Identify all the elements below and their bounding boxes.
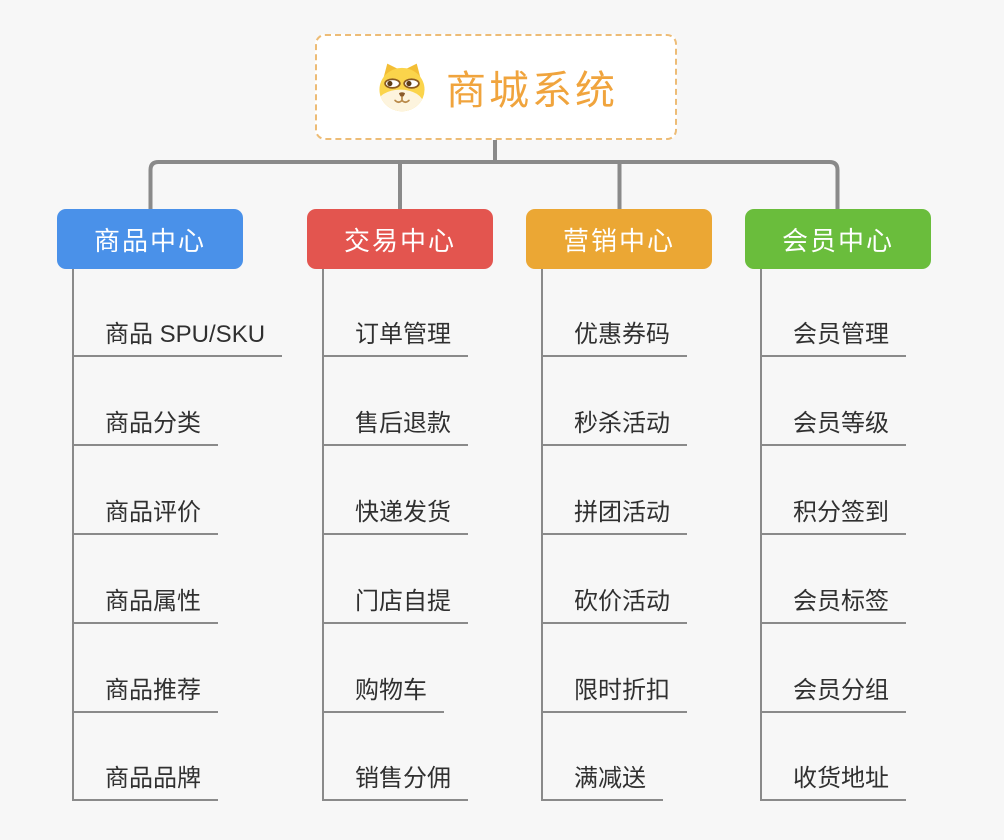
root-title: 商城系统 bbox=[446, 69, 618, 113]
leaf-node[interactable]: 优惠券码 bbox=[541, 321, 687, 357]
leaf-node[interactable]: 商品属性 bbox=[72, 588, 218, 624]
branch-column-trade: 交易中心 订单管理 售后退款 快递发货 门店自提 购物车 销售分佣 bbox=[307, 209, 557, 809]
branch-node-product[interactable]: 商品中心 bbox=[57, 209, 243, 269]
branch-node-trade[interactable]: 交易中心 bbox=[307, 209, 493, 269]
shiba-dog-icon bbox=[379, 63, 425, 112]
leaf-node[interactable]: 快递发货 bbox=[322, 499, 468, 535]
leaf-node[interactable]: 商品推荐 bbox=[72, 677, 218, 713]
leaf-node[interactable]: 门店自提 bbox=[322, 588, 468, 624]
leaf-node[interactable]: 会员标签 bbox=[760, 588, 906, 624]
leaf-node[interactable]: 销售分佣 bbox=[322, 765, 468, 801]
leaf-node[interactable]: 商品 SPU/SKU bbox=[72, 321, 283, 357]
leaf-node[interactable]: 订单管理 bbox=[322, 321, 468, 357]
leaf-node[interactable]: 会员等级 bbox=[760, 410, 906, 446]
leaf-node[interactable]: 购物车 bbox=[322, 677, 444, 713]
branch-node-marketing[interactable]: 营销中心 bbox=[526, 209, 712, 269]
branch-node-member[interactable]: 会员中心 bbox=[745, 209, 931, 269]
leaf-node[interactable]: 商品分类 bbox=[72, 410, 218, 446]
root-node[interactable]: 商城系统 bbox=[315, 34, 677, 140]
leaf-node[interactable]: 收货地址 bbox=[760, 765, 906, 801]
leaf-node[interactable]: 限时折扣 bbox=[541, 677, 687, 713]
leaf-node[interactable]: 会员管理 bbox=[760, 321, 906, 357]
leaf-node[interactable]: 砍价活动 bbox=[541, 588, 687, 624]
leaf-node[interactable]: 会员分组 bbox=[760, 677, 906, 713]
leaf-node[interactable]: 满减送 bbox=[541, 765, 663, 801]
leaf-node[interactable]: 商品品牌 bbox=[72, 765, 218, 801]
leaf-node[interactable]: 秒杀活动 bbox=[541, 410, 687, 446]
branch-column-marketing: 营销中心 优惠券码 秒杀活动 拼团活动 砍价活动 限时折扣 满减送 bbox=[526, 209, 776, 809]
leaf-node[interactable]: 积分签到 bbox=[760, 499, 906, 535]
leaf-node[interactable]: 售后退款 bbox=[322, 410, 468, 446]
leaf-node[interactable]: 商品评价 bbox=[72, 499, 218, 535]
branch-column-member: 会员中心 会员管理 会员等级 积分签到 会员标签 会员分组 收货地址 bbox=[745, 209, 995, 809]
leaf-node[interactable]: 拼团活动 bbox=[541, 499, 687, 535]
branch-column-product: 商品中心 商品 SPU/SKU 商品分类 商品评价 商品属性 商品推荐 商品品牌 bbox=[57, 209, 307, 809]
